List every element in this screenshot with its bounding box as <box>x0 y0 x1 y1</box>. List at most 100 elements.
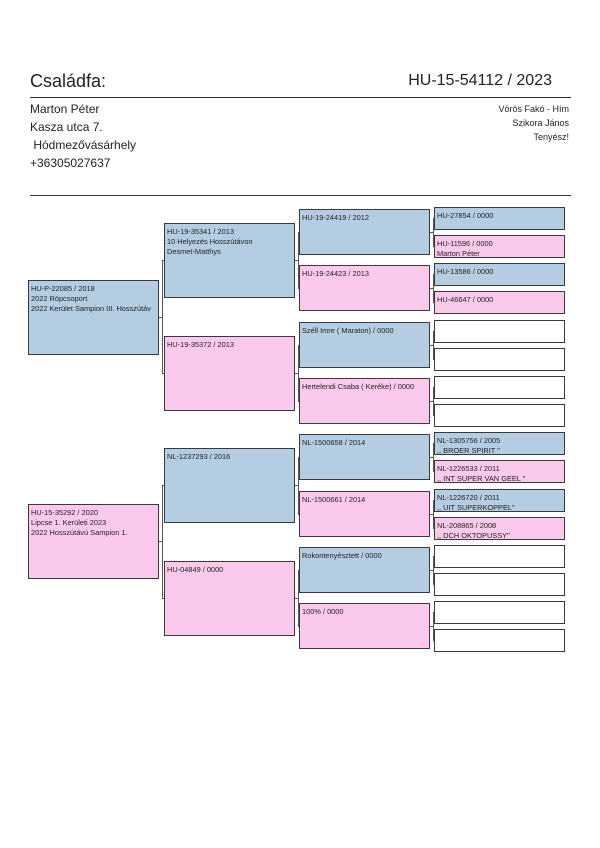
connector-line <box>433 499 434 529</box>
g3-card-7: Rokontenyésztett / 0000 <box>299 546 430 593</box>
g3-card-6: NL-1500661 / 2014 <box>299 490 430 537</box>
dam-card-line: 2022 Hosszútávú Sampion 1. <box>31 528 128 537</box>
g4-card-12-line: NL-208865 / 2008 <box>437 520 497 530</box>
g4-card-11-line: NL-1226720 / 2011 <box>437 492 500 502</box>
connector-line <box>298 232 299 290</box>
connector-line <box>430 232 434 233</box>
connector-line <box>433 274 434 304</box>
g4-card-2-line: Marton Péter <box>437 249 480 259</box>
connector-line <box>433 358 434 360</box>
connector-line <box>159 317 163 318</box>
g3-card-5-line: NL-1500658 / 2014 <box>302 438 366 448</box>
connector-line <box>433 443 434 445</box>
g3-card-2-line: HU-19-24423 / 2013 <box>302 269 369 279</box>
owner-street: Kasza utca 7. <box>30 120 103 134</box>
connector-line <box>430 626 434 628</box>
owner-name: Marton Péter <box>30 102 100 116</box>
connector-line <box>430 513 434 515</box>
connector-line <box>298 457 299 459</box>
g3-card-3: Széll Imre ( Maraton) / 0000 <box>299 321 430 368</box>
connector-line <box>298 457 299 515</box>
connector-line <box>162 260 164 261</box>
connector-line <box>162 598 164 599</box>
connector-line <box>162 485 163 599</box>
g3-card-3-line: Széll Imre ( Maraton) / 0000 <box>302 325 394 335</box>
g4-card-1: HU-27854 / 0000 <box>434 207 565 230</box>
connector-line <box>430 569 434 571</box>
connector-line <box>433 527 434 529</box>
connector-line <box>295 485 299 486</box>
connector-line <box>433 612 434 614</box>
dam-sire-card: NL-1237293 / 2016 <box>164 448 295 523</box>
connector-line <box>433 330 434 360</box>
connector-line <box>162 260 163 374</box>
sire-card-line: 2022 Röpcsoport <box>31 294 88 303</box>
g4-card-10-line: ,, INT SUPER VAN GEEL " <box>437 474 526 484</box>
connector-line <box>433 499 434 501</box>
connector-line <box>433 583 434 585</box>
connector-line <box>298 344 299 402</box>
g3-card-8-line: 100% / 0000 <box>302 607 344 617</box>
g4-card-9-line: ,, BROER SPIRIT " <box>437 446 500 456</box>
g4-card-10-line: NL-1226533 / 2011 <box>437 464 500 474</box>
g4-card-6 <box>434 347 565 371</box>
connector-line <box>433 555 434 585</box>
connector-line <box>433 415 434 417</box>
sire-card-line: 2022 Kerület Sampion III. Hosszútáv <box>31 304 151 313</box>
connector-line <box>430 344 434 346</box>
g3-card-4-line: Hertelendi Csaba ( Keréke) / 0000 <box>302 381 415 391</box>
connector-line <box>295 373 299 374</box>
dam-dam-card: HU-04849 / 0000 <box>164 561 295 636</box>
g4-card-1-line: HU-27854 / 0000 <box>437 211 494 220</box>
connector-line <box>433 640 434 642</box>
connector-line <box>433 471 434 473</box>
g4-card-11: NL-1226720 / 2011,, UIT SUPERKOPPEL" <box>434 488 565 512</box>
sire-sire-card-line: 10 Helyezés Hosszútávon <box>167 237 253 246</box>
connector-line <box>298 569 299 571</box>
g4-card-13 <box>434 544 565 568</box>
pigeon-breeder: Szikora János <box>512 118 569 128</box>
connector-line <box>433 246 434 248</box>
connector-line <box>295 598 299 599</box>
sire-dam-card: HU-19-35372 / 2013 <box>164 336 295 411</box>
pigeon-breeder-role: Tenyész! <box>533 132 569 142</box>
dam-sire-card-line: NL-1237293 / 2016 <box>167 452 231 461</box>
connector-line <box>433 302 434 304</box>
g4-card-14 <box>434 572 565 596</box>
g4-card-3: HU-13586 / 0000 <box>434 263 565 287</box>
connector-line <box>430 457 434 459</box>
g3-card-7-line: Rokontenyésztett / 0000 <box>302 550 382 560</box>
connector-line <box>433 555 434 557</box>
connector-line <box>433 218 434 219</box>
g4-card-12-line: ,, DCH OKTOPUSSY" <box>437 530 510 540</box>
connector-line <box>298 400 299 402</box>
connector-line <box>298 232 299 233</box>
g3-card-5: NL-1500658 / 2014 <box>299 434 430 481</box>
g4-card-5 <box>434 319 565 343</box>
sire-card-line: HU-P-22085 / 2018 <box>31 284 95 293</box>
sire-sire-card-line: Desmet-Matthys <box>167 247 221 256</box>
g4-card-11-line: ,, UIT SUPERKOPPEL" <box>437 502 515 512</box>
g3-card-4: Hertelendi Csaba ( Keréke) / 0000 <box>299 377 430 424</box>
g4-card-7 <box>434 375 565 399</box>
g4-card-2-line: HU-11596 / 0000 <box>437 239 493 249</box>
sire-sire-card-line: HU-19-35341 / 2013 <box>167 227 234 236</box>
g3-card-6-line: NL-1500661 / 2014 <box>302 494 366 504</box>
connector-line <box>433 443 434 473</box>
g4-card-12: NL-208865 / 2008,, DCH OKTOPUSSY" <box>434 516 565 540</box>
g4-card-4: HU-46647 / 0000 <box>434 291 565 315</box>
g4-card-4-line: HU-46647 / 0000 <box>437 295 494 305</box>
dam-dam-card-line: HU-04849 / 0000 <box>167 565 224 574</box>
connector-line <box>298 344 299 346</box>
connector-line <box>298 513 299 515</box>
g4-card-10: NL-1226533 / 2011,, INT SUPER VAN GEEL " <box>434 460 565 484</box>
connector-line <box>433 612 434 642</box>
g4-card-8 <box>434 404 565 428</box>
dam-card-line: Lipcse 1. Kerületi 2023 <box>31 518 107 527</box>
g4-card-9: NL-1305756 / 2005,, BROER SPIRIT " <box>434 432 565 456</box>
g4-card-3-line: HU-13586 / 0000 <box>437 267 494 277</box>
